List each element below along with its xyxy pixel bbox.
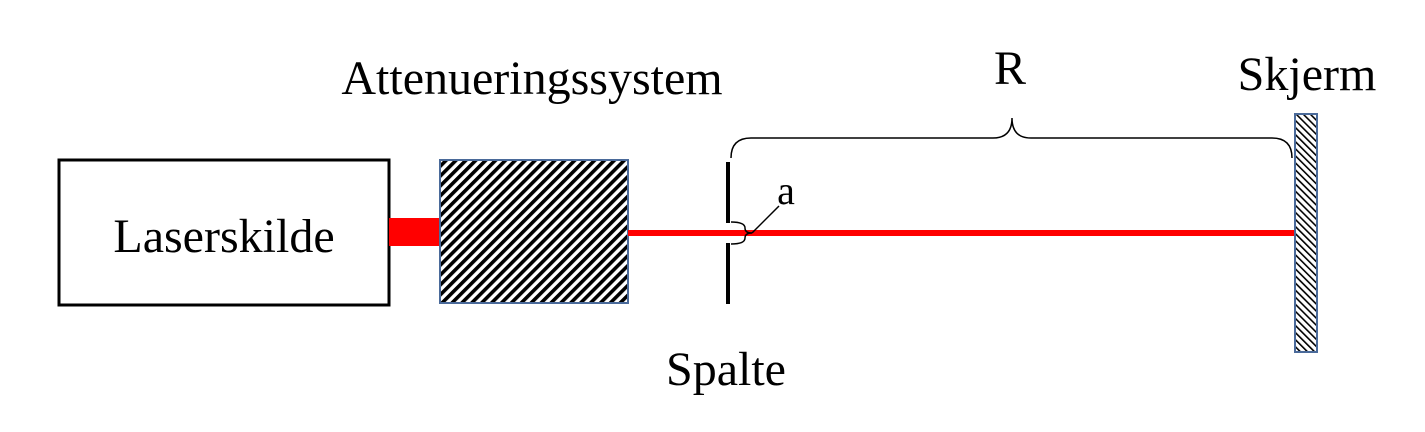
screen-plate	[1294, 113, 1318, 353]
attenuation-block	[439, 159, 629, 304]
attenuation-system: Attenueringssystem	[341, 52, 723, 304]
distance-label: R	[994, 42, 1026, 95]
laser-source-label: Laserskilde	[113, 210, 334, 263]
slit-label: Spalte	[666, 343, 786, 396]
screen-label: Skjerm	[1238, 48, 1377, 101]
laser-source-box	[57, 158, 391, 307]
slit-width-leader	[751, 205, 780, 234]
screen: Skjerm	[1238, 48, 1377, 353]
slit: a Spalte	[666, 162, 795, 396]
attenuation-label: Attenueringssystem	[341, 52, 722, 105]
distance-brace: R	[730, 42, 1293, 159]
slit-width-label: a	[777, 168, 795, 213]
distance-brace-curve	[730, 117, 1293, 159]
laser-output-beam	[389, 218, 441, 246]
laser-source: Laserskilde	[57, 158, 391, 307]
